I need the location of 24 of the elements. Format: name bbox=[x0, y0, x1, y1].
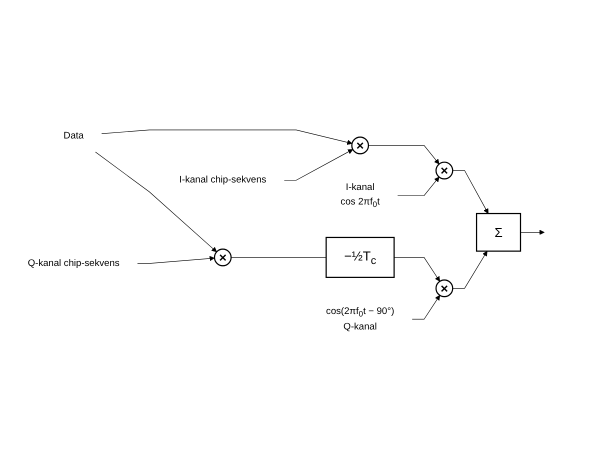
arrow bbox=[137, 255, 215, 264]
arrow bbox=[412, 294, 440, 320]
arrow bbox=[452, 250, 488, 288]
node-text: cos(2πf$_{0}$t − 90°) Q-kanal bbox=[326, 306, 394, 332]
node-text: Data bbox=[64, 130, 84, 140]
node-box bbox=[476, 212, 522, 252]
node-circle bbox=[214, 248, 232, 266]
block-diagram: Data I-kanal chip-sekvens × I-kanal cos 2πf$_{0}$t × Σ Q-kanal chip-sekvens × −½T$_{c}$ × cos(2πf$_{0}$t − 90°) Q-kanal bbox=[5, 114, 585, 348]
node-text: I-kanal chip-sekvens bbox=[179, 174, 266, 185]
arrow bbox=[368, 144, 440, 164]
node-circle bbox=[435, 161, 454, 179]
arrow bbox=[394, 256, 440, 282]
node-box bbox=[326, 236, 395, 278]
connector bbox=[230, 256, 326, 258]
node-text: I-kanal cos 2πf$_{0}$t bbox=[340, 182, 380, 208]
arrow bbox=[284, 148, 354, 180]
arrow bbox=[101, 129, 352, 144]
arrow bbox=[397, 176, 440, 196]
arrow bbox=[95, 151, 217, 252]
arrow bbox=[520, 229, 545, 234]
arrow bbox=[452, 170, 488, 214]
node-circle bbox=[435, 278, 454, 297]
node-text: Q-kanal chip-sekvens bbox=[28, 258, 120, 268]
node-circle bbox=[351, 136, 370, 154]
